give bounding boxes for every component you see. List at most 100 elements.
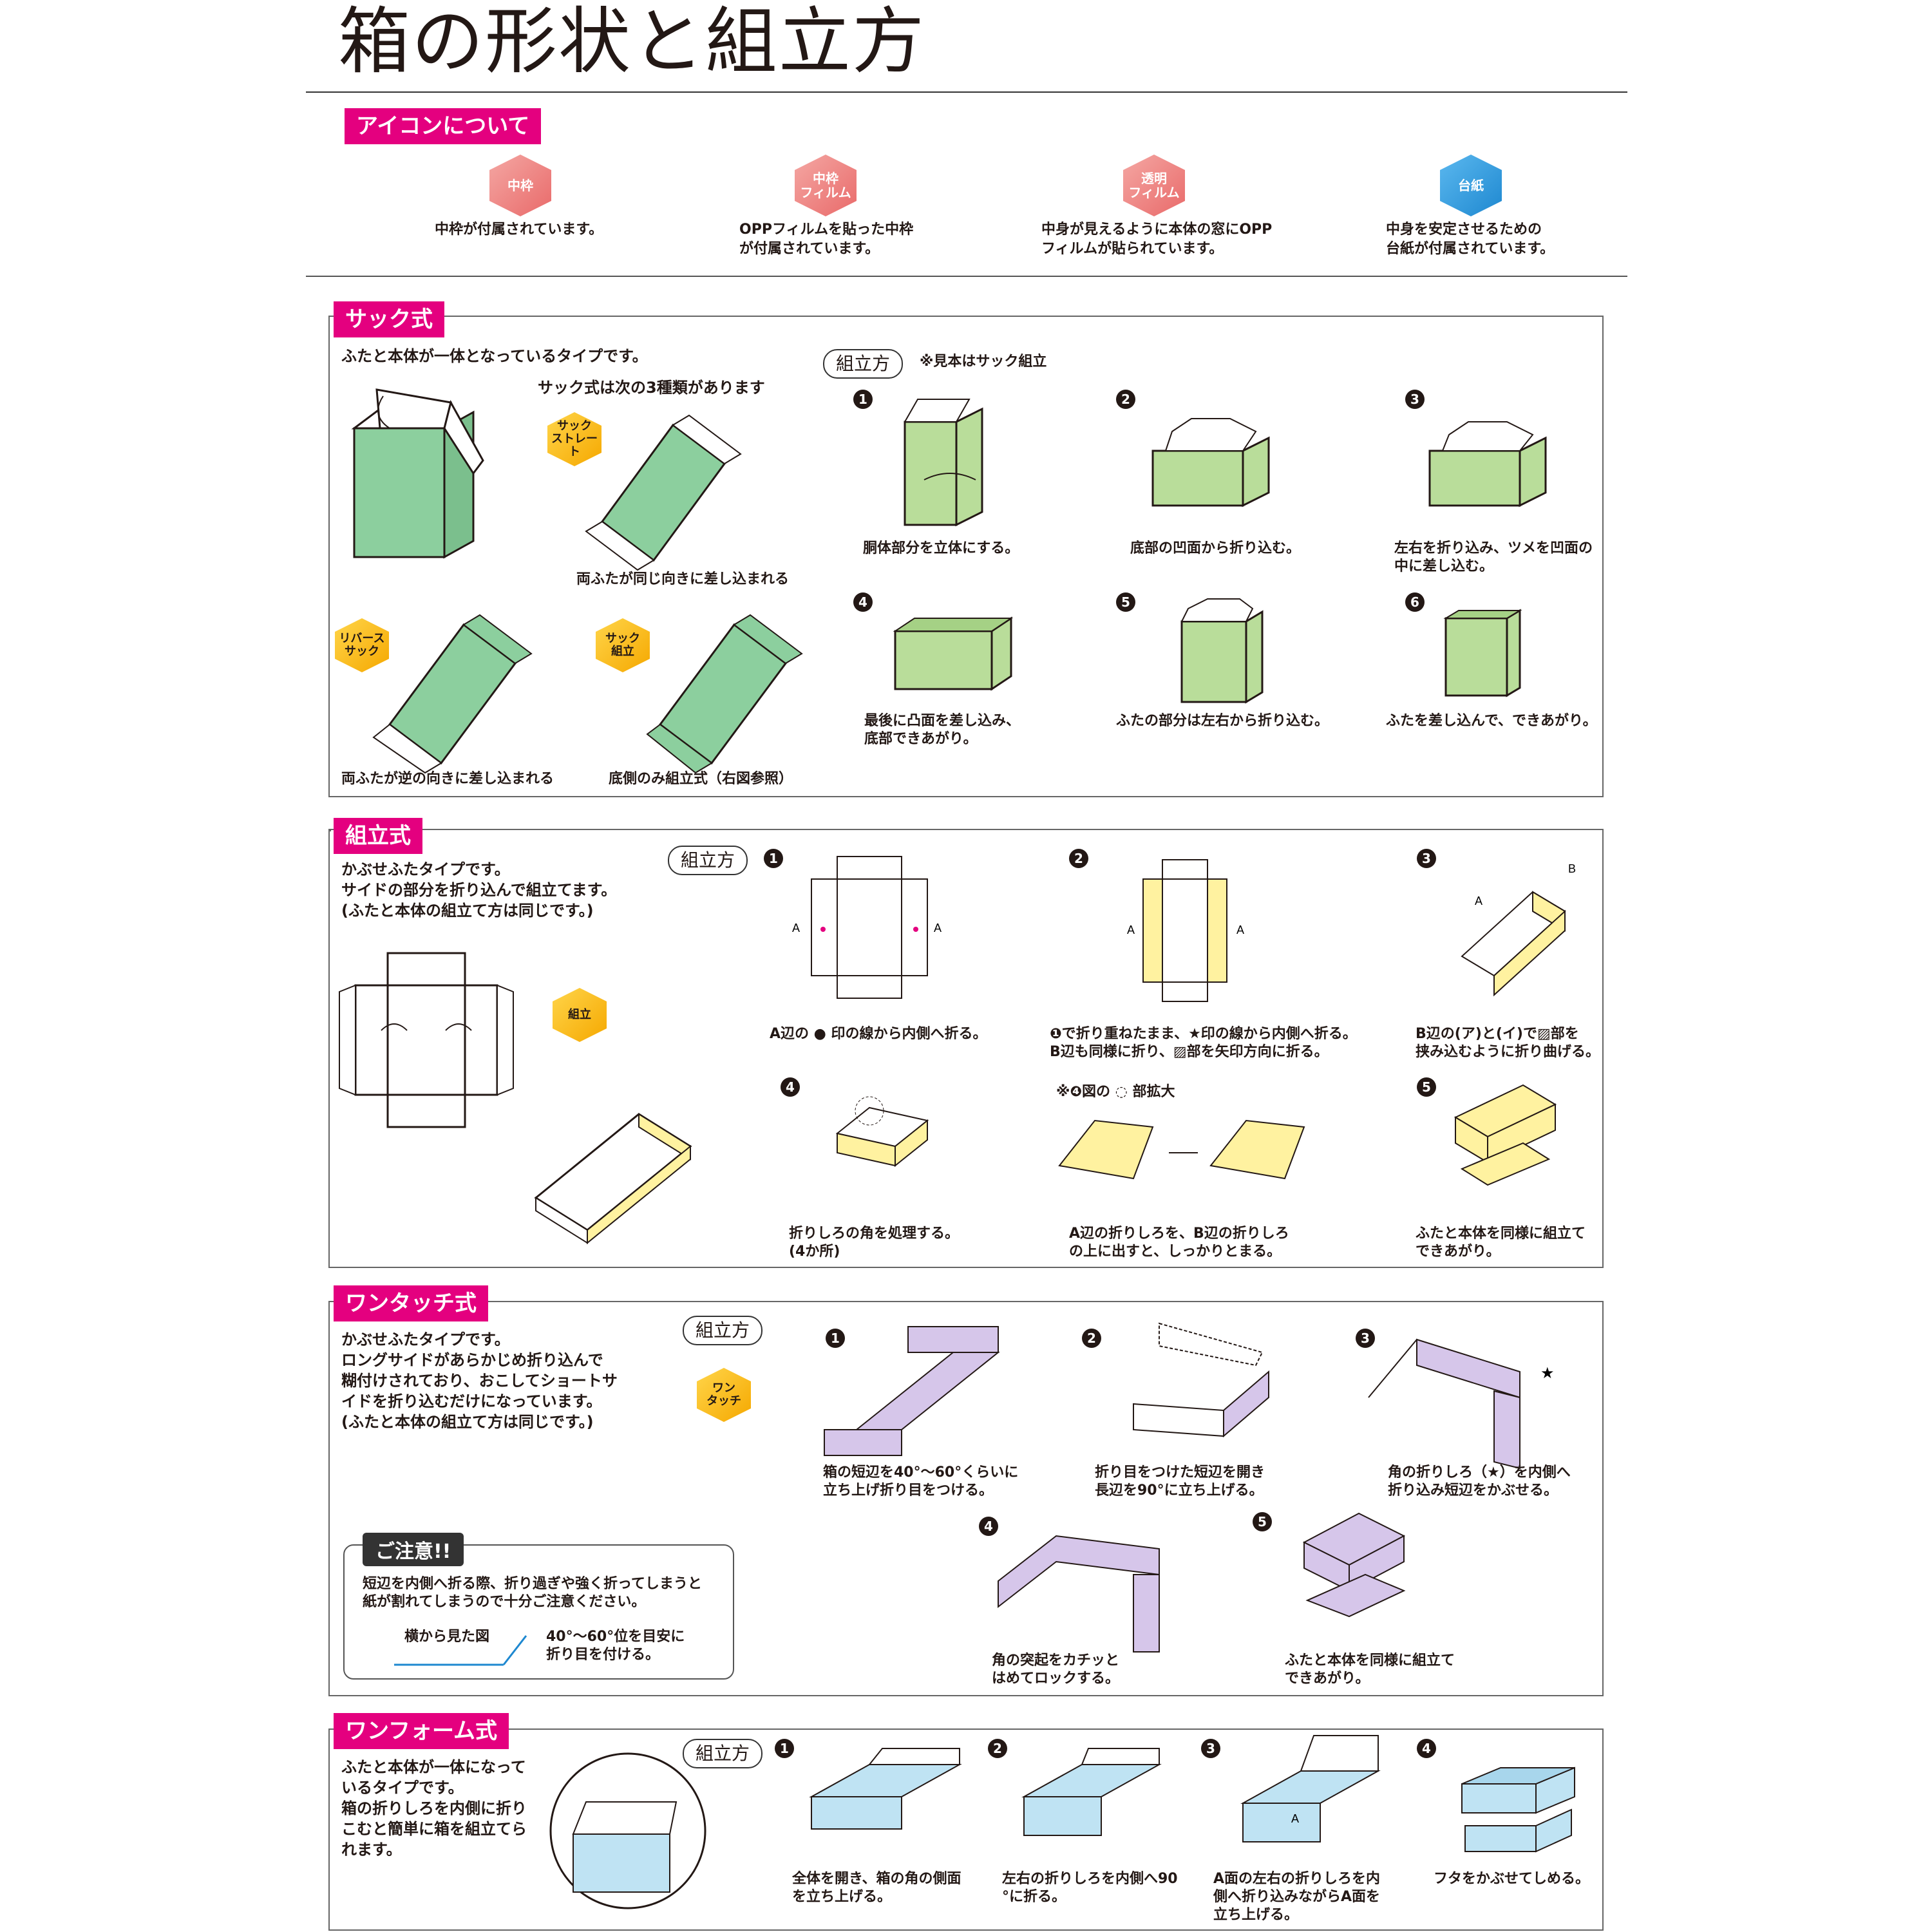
caution-angle-note: 40°〜60°位を目安に 折り目を付ける。 [546, 1629, 685, 1663]
sack-assembly-badge: サック 組立 [596, 618, 650, 672]
step-caption: B辺の(ア)と(イ)で▨部を 挟み込むように折り曲げる。 [1416, 1026, 1600, 1060]
step-caption: A辺の折りしろを、B辺の折りしろ の上に出すと、しっかりとまる。 [1069, 1226, 1289, 1260]
assembled-zoom-diagram [1058, 1119, 1305, 1180]
backing-board-icon: 台紙 [1440, 155, 1502, 216]
sack-intro: ふたと本体が一体となっているタイプです。 [341, 347, 648, 365]
icon-desc: 中枠が付属されています。 [435, 222, 603, 238]
step-number: 4 [853, 592, 873, 612]
icon-desc: 中身を安定させるための 台紙が付属されています。 [1386, 222, 1555, 257]
step-caption: 角の折りしろ（★）を内側へ 折り込み短辺をかぶせる。 [1388, 1464, 1571, 1499]
sack-step6-diagram [1443, 609, 1522, 697]
step-caption: 胴体部分を立体にする。 [863, 540, 1019, 556]
oneform-step2-diagram [1021, 1748, 1162, 1836]
onetouch-step4-diagram [998, 1535, 1160, 1653]
onetouch-section-frame [328, 1301, 1604, 1696]
step-caption: 折り目をつけた短辺を開き 長辺を90°に立ち上げる。 [1095, 1464, 1265, 1499]
step-number: 5 [1253, 1512, 1272, 1531]
step-number: 5 [1116, 592, 1135, 612]
inner-frame-icon: 中枠 [489, 155, 551, 216]
sack-step3-diagram [1428, 421, 1547, 507]
oneform-zoom-diagram [549, 1752, 706, 1909]
assembled-intro: かぶせふたタイプです。 サイドの部分を折り込んで組立てます。 (ふたと本体の組立… [341, 860, 617, 920]
assembled-badge: 組立 [553, 988, 607, 1042]
step-number: 5 [1417, 1077, 1436, 1097]
reverse-sack-badge: リバース サック [335, 618, 389, 672]
legend-rule [306, 276, 1627, 277]
step-number: 2 [1116, 390, 1135, 409]
step-number: 2 [1082, 1329, 1101, 1348]
step-caption: 箱の短辺を40°〜60°くらいに 立ち上げ折り目をつける。 [823, 1464, 1019, 1499]
step-caption: 折りしろの角を処理する。 (4か所) [789, 1226, 960, 1260]
icons-section-tag: アイコンについて [345, 108, 542, 144]
step-caption: 底部の凹面から折り込む。 [1130, 540, 1301, 556]
onetouch-step1-diagram [824, 1326, 1000, 1456]
edge-label-a: A [1236, 923, 1244, 936]
oneform-section-tag: ワンフォーム式 [334, 1713, 509, 1749]
assembled-step2-diagram: A A [1127, 859, 1244, 1002]
step-caption: 左右を折り込み、ツメを凹面の 中に差し込む。 [1394, 540, 1593, 574]
page-title: 箱の形状と組立方 [338, 0, 925, 84]
step-number: 4 [979, 1517, 998, 1536]
icon-legend-item: 台紙 [1440, 155, 1502, 216]
clear-film-icon: 透明 フィルム [1123, 155, 1185, 216]
icon-desc: 中身が見えるように本体の窓にOPP フィルムが貼られています。 [1041, 222, 1273, 257]
assembled-frame [328, 829, 1604, 1268]
oneform-assembly-label: 組立方 [683, 1739, 763, 1768]
step-caption: 左右の折りしろを内側へ90 °に折る。 [1002, 1871, 1178, 1905]
star-marker: ★ [1540, 1364, 1555, 1382]
onetouch-intro: かぶせふたタイプです。 ロングサイドがあらかじめ折り込んで 糊付けされており、お… [341, 1331, 618, 1431]
step-number: 3 [1405, 390, 1425, 409]
sack-box-illustration [351, 388, 484, 559]
step-number: 1 [826, 1329, 845, 1348]
sack-assembly-label: 組立方 [823, 349, 904, 379]
oneform-section-frame [328, 1728, 1604, 1931]
sack-step4-diagram [893, 616, 1014, 691]
sack-section-frame [328, 316, 1604, 797]
oneform-intro: ふたと本体が一体になって いるタイプです。 箱の折りしろを内側に折り こむと簡単… [341, 1758, 527, 1859]
sack-section-tag: サック式 [334, 301, 444, 337]
step-number: 3 [1201, 1739, 1220, 1758]
edge-label-a: A [1127, 923, 1135, 936]
step-number: 2 [988, 1739, 1007, 1758]
caution-title: ご注意!! [363, 1533, 464, 1566]
onetouch-step5-diagram [1302, 1512, 1406, 1618]
caution-side-diagram [394, 1635, 527, 1666]
onetouch-assembly-label: 組立方 [683, 1316, 763, 1345]
assembled-step4-diagram [835, 1096, 929, 1168]
oneform-step1-diagram [809, 1748, 962, 1830]
step-caption: フタをかぶせてしめる。 [1434, 1871, 1590, 1887]
step-caption: 全体を開き、箱の角の側面 を立ち上げる。 [792, 1871, 961, 1905]
caution-side-view: 横から見た図 [404, 1629, 490, 1645]
step-caption: 最後に凸面を差し込み、 底部できあがり。 [864, 713, 1021, 747]
icon-legend-item: 中枠 フィルム [795, 155, 857, 216]
icon-legend-item: 中枠 [489, 155, 551, 216]
step-number: 4 [781, 1077, 800, 1097]
sack-assembly-diagram [646, 614, 803, 774]
inner-frame-film-icon: 中枠 フィルム [795, 155, 857, 216]
step-number: 1 [853, 390, 873, 409]
zoom-note: ※❹図の ◌ 部拡大 [1056, 1084, 1175, 1100]
step-caption: A辺の ● 印の線から内側へ折る。 [770, 1026, 987, 1042]
step-number: 1 [764, 849, 783, 868]
step-caption: A面の左右の折りしろを内 側へ折り込みながらA面を 立ち上げる。 [1213, 1871, 1381, 1923]
edge-label-a: A [934, 922, 942, 934]
step-caption: ふたを差し込んで、できあがり。 [1386, 713, 1597, 729]
assembled-3d-diagram [534, 1113, 692, 1245]
assembled-step3-diagram: A B [1461, 862, 1576, 997]
onetouch-step2-diagram [1133, 1322, 1269, 1438]
step-number: 4 [1417, 1739, 1436, 1758]
onetouch-section-tag: ワンタッチ式 [334, 1285, 488, 1321]
title-rule [306, 91, 1627, 93]
oneform-step4-diagram [1461, 1766, 1575, 1853]
step-caption: ふたと本体を同様に組立て できあがり。 [1285, 1653, 1455, 1687]
edge-label-a: A [1475, 895, 1482, 907]
sack-assembly-caption: 底側のみ組立式（右図参照） [609, 771, 793, 787]
reverse-sack-caption: 両ふたが逆の向きに差し込まれる [341, 771, 554, 787]
sack-types-heading: サック式は次の3種類があります [538, 379, 765, 397]
sack-step1-diagram [904, 399, 983, 527]
face-label-a: A [1291, 1812, 1299, 1825]
reverse-sack-diagram [372, 614, 533, 774]
assembled-section-tag: 組立式 [334, 818, 422, 854]
step-number: 2 [1069, 849, 1088, 868]
step-number: 3 [1356, 1329, 1375, 1348]
